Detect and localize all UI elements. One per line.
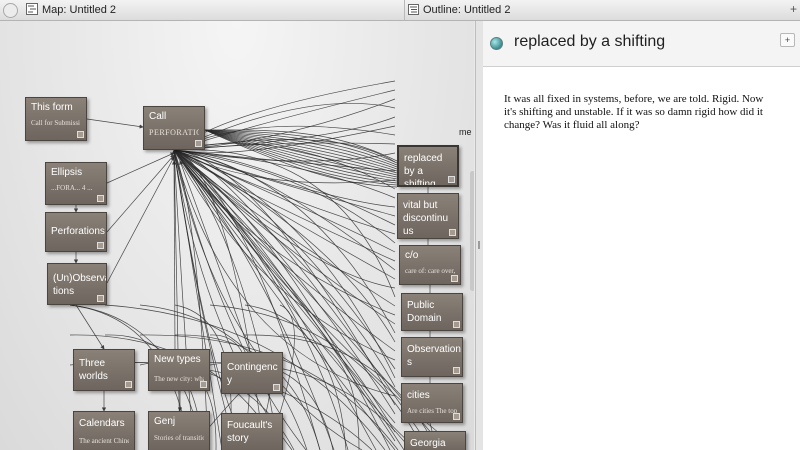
map-view-icon <box>26 3 38 15</box>
note-georgia[interactable]: Georgia <box>404 431 466 450</box>
note-calendars[interactable]: Calendars The ancient Chinese <box>73 411 135 450</box>
note-resize-icon[interactable] <box>125 381 132 388</box>
note-resize-icon[interactable] <box>449 229 456 236</box>
note-resize-icon[interactable] <box>451 275 458 282</box>
tab-bar: Map: Untitled 2 Outline: Untitled 2 + <box>0 0 800 21</box>
note-resize-icon[interactable] <box>453 367 460 374</box>
tab-outline[interactable]: Outline: Untitled 2 + <box>404 0 800 20</box>
note-resize-icon[interactable] <box>200 381 207 388</box>
note-ellipsis[interactable]: Ellipsis ...FORA... 4 ... <box>45 162 107 205</box>
partial-note-label: me <box>459 127 472 137</box>
note-call[interactable]: Call PERFORATIO <box>143 106 205 150</box>
add-button[interactable]: + <box>780 33 795 47</box>
note-resize-icon[interactable] <box>97 195 104 202</box>
tab-map[interactable]: Map: Untitled 2 <box>0 0 404 20</box>
outline-view-icon <box>408 4 419 15</box>
note-three-worlds[interactable]: Three worlds <box>73 349 135 391</box>
tab-outline-label: Outline: Untitled 2 <box>423 4 511 16</box>
note-resize-icon[interactable] <box>97 242 104 249</box>
note-resize-icon[interactable] <box>77 131 84 138</box>
note-new-types[interactable]: New types The new city: what i <box>148 349 210 391</box>
tab-map-label: Map: Untitled 2 <box>42 4 116 16</box>
close-circle-icon[interactable] <box>3 3 18 18</box>
divider-grip-icon[interactable] <box>478 241 480 249</box>
note-unobservations[interactable]: (Un)Observa tions <box>47 263 107 305</box>
note-vital-but-discontinuous[interactable]: vital but discontinu us <box>397 193 459 239</box>
note-title[interactable]: replaced by a shifting <box>514 33 666 50</box>
note-bullet-icon[interactable] <box>490 37 503 50</box>
note-perforations[interactable]: Perforations <box>45 212 107 252</box>
note-title-bar: replaced by a shifting + <box>483 21 800 67</box>
note-resize-icon[interactable] <box>97 295 104 302</box>
note-observations[interactable]: Observation s <box>401 337 463 377</box>
note-cities[interactable]: cities Are cities The topic <box>401 383 463 423</box>
note-resize-icon[interactable] <box>448 176 455 183</box>
map-scrollbar[interactable] <box>470 171 474 291</box>
outline-pane: replaced by a shifting + It was all fixe… <box>483 21 800 450</box>
note-c-o[interactable]: c/o care of: care over, ca <box>399 245 461 285</box>
new-tab-button[interactable]: + <box>789 2 797 16</box>
note-replaced-by-a-shifting[interactable]: replaced by a shifting <box>397 145 459 187</box>
note-foucaults-story[interactable]: Foucault's story <box>221 413 283 450</box>
note-resize-icon[interactable] <box>195 140 202 147</box>
note-public-domain[interactable]: Public Domain <box>401 293 463 331</box>
note-resize-icon[interactable] <box>273 384 280 391</box>
note-genj[interactable]: Genj Stories of transition <box>148 411 210 450</box>
note-contingency[interactable]: Contingenc y <box>221 352 283 394</box>
map-view[interactable]: This form Call for Submissi Call PERFORA… <box>0 21 474 450</box>
note-this-form[interactable]: This form Call for Submissi <box>25 97 87 141</box>
note-resize-icon[interactable] <box>453 321 460 328</box>
note-body-text[interactable]: It was all fixed in systems, before, we … <box>504 93 764 131</box>
note-resize-icon[interactable] <box>453 413 460 420</box>
